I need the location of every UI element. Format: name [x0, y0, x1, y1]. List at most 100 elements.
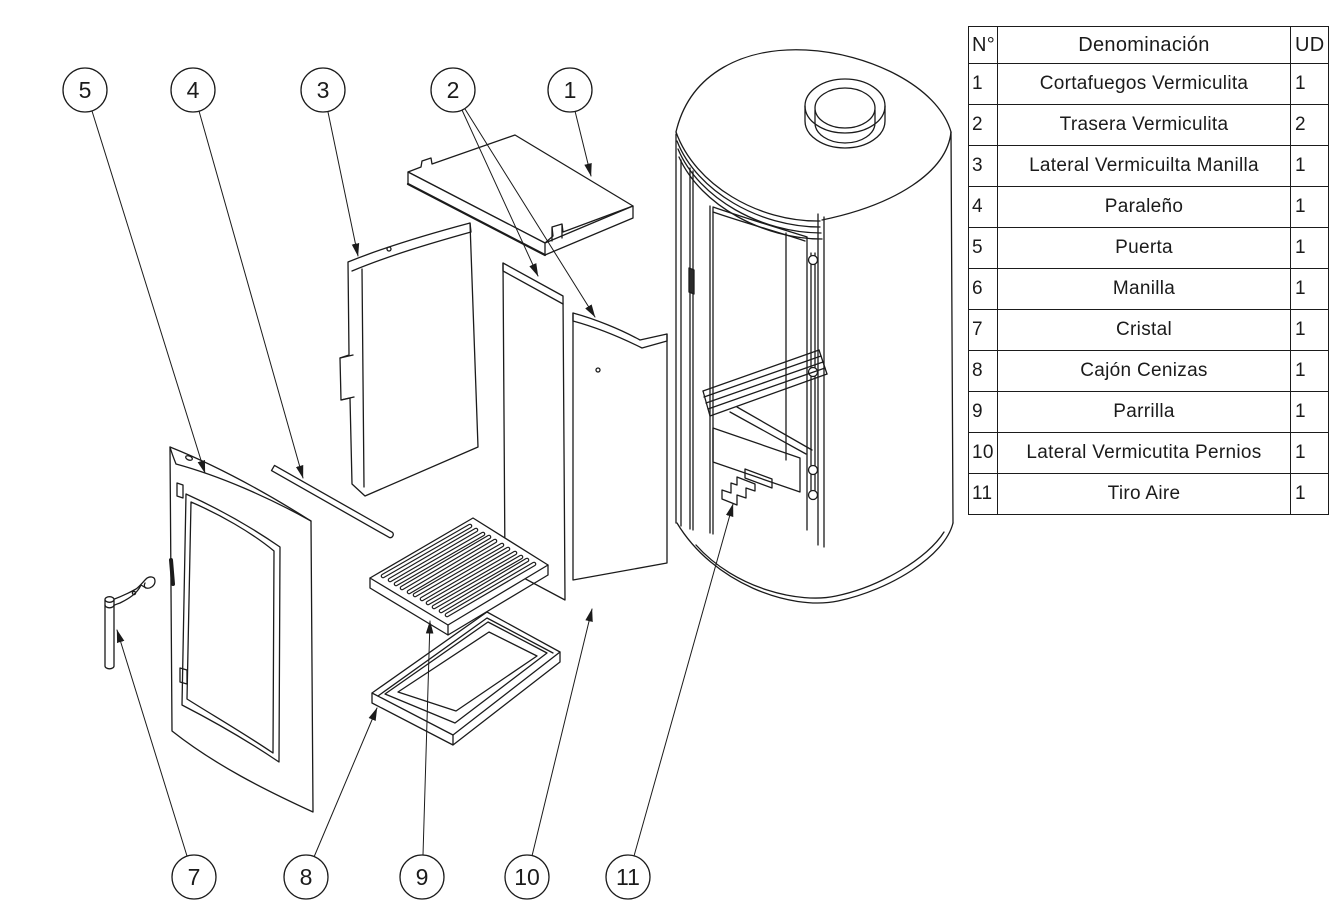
bom-header-name: Denominación: [997, 26, 1291, 64]
balloon-2: 2: [430, 67, 476, 113]
leader-lines: [91, 108, 734, 858]
table-row: 9 Parrilla 1: [968, 391, 1329, 433]
balloon-5: 5: [62, 67, 108, 113]
part-qty: 1: [1290, 473, 1329, 515]
part-name: Cristal: [997, 309, 1291, 351]
leader-1: [574, 110, 592, 177]
part-number: 7: [968, 309, 998, 351]
part-name: Trasera Vermiculita: [997, 104, 1291, 146]
balloon-7-label: 7: [188, 864, 201, 890]
table-row: 4 Paraleño 1: [968, 186, 1329, 228]
tiro-aire-lever: [721, 476, 756, 506]
callout-balloons: 5 4 3 2 1 7 8 9 10 11: [62, 67, 651, 900]
balloon-11: 11: [605, 854, 651, 900]
balloon-3: 3: [300, 67, 346, 113]
balloon-3-label: 3: [317, 77, 330, 103]
table-row: 11 Tiro Aire 1: [968, 473, 1329, 515]
balloon-8-label: 8: [300, 864, 313, 890]
part-number: 4: [968, 186, 998, 228]
leader-5: [91, 110, 206, 474]
part-name: Manilla: [997, 268, 1291, 310]
air-intake-recess: [712, 427, 801, 493]
bom-header-n: N°: [968, 26, 998, 64]
part-name: Lateral Vermicutita Pernios: [997, 432, 1291, 474]
table-row: 5 Puerta 1: [968, 227, 1329, 269]
part-number: 1: [968, 63, 998, 105]
table-row: 7 Cristal 1: [968, 309, 1329, 351]
part-name: Tiro Aire: [997, 473, 1291, 515]
handle-part: [104, 576, 156, 670]
table-row: 10 Lateral Vermicutita Pernios 1: [968, 432, 1329, 474]
part-qty: 1: [1290, 432, 1329, 474]
part-qty: 1: [1290, 391, 1329, 433]
part-number: 2: [968, 104, 998, 146]
part-number: 10: [968, 432, 998, 474]
balloon-7: 7: [171, 854, 217, 900]
leader-3: [327, 111, 360, 257]
part-number: 5: [968, 227, 998, 269]
stove-assembly: [675, 49, 954, 604]
leader-11: [633, 503, 734, 857]
part-qty: 2: [1290, 104, 1329, 146]
table-row: 1 Cortafuegos Vermiculita 1: [968, 63, 1329, 105]
balloon-9: 9: [399, 854, 445, 900]
part-qty: 1: [1290, 186, 1329, 228]
part-qty: 1: [1290, 63, 1329, 105]
part-number: 11: [968, 473, 998, 515]
rear-panel-part: [502, 262, 566, 601]
part-name: Cajón Cenizas: [997, 350, 1291, 392]
leader-9: [422, 620, 434, 856]
leader-10: [531, 608, 593, 857]
balloon-2-label: 2: [447, 77, 460, 103]
leader-4: [198, 110, 304, 479]
table-row: 8 Cajón Cenizas 1: [968, 350, 1329, 392]
table-row: 2 Trasera Vermiculita 2: [968, 104, 1329, 146]
hinge-rod: [807, 252, 819, 501]
balloon-11-label: 11: [616, 864, 640, 890]
firebox-floor-frame: [702, 349, 828, 455]
flue-collar: [804, 78, 886, 149]
part-name: Parrilla: [997, 391, 1291, 433]
part-name: Cortafuegos Vermiculita: [997, 63, 1291, 105]
balloon-8: 8: [283, 854, 329, 900]
part-qty: 1: [1290, 350, 1329, 392]
part-name: Puerta: [997, 227, 1291, 269]
bom-header-qty: UD: [1290, 26, 1329, 64]
part-number: 3: [968, 145, 998, 187]
balloon-9-label: 9: [416, 864, 429, 890]
baffle-plate-part: [406, 134, 634, 257]
side-vent-slot: [688, 267, 695, 295]
table-row: 6 Manilla 1: [968, 268, 1329, 310]
door-hinge-upper: [176, 482, 184, 499]
bom-table: N° Denominación UD 1 Cortafuegos Vermicu…: [968, 26, 1329, 515]
part-number: 6: [968, 268, 998, 310]
balloon-4: 4: [170, 67, 216, 113]
lateral-pernios-panel-part: [572, 312, 668, 581]
ash-pan-part: [371, 611, 561, 746]
part-qty: 1: [1290, 145, 1329, 187]
part-qty: 1: [1290, 268, 1329, 310]
leader-8: [313, 707, 378, 858]
leader-7: [116, 629, 188, 857]
stove-top: [675, 49, 952, 133]
door-glass: [181, 493, 281, 763]
balloon-10: 10: [504, 854, 550, 900]
part-number: 9: [968, 391, 998, 433]
door-hinge-lower: [179, 667, 188, 685]
part-qty: 1: [1290, 227, 1329, 269]
door-part: [169, 446, 314, 813]
bom-header-row: N° Denominación UD: [968, 26, 1329, 64]
door-latch-keeper: [169, 558, 175, 586]
side-panel-manilla-part: [339, 222, 479, 497]
balloon-5-label: 5: [79, 77, 92, 103]
leader-2b: [464, 108, 596, 318]
paraleno-rod-part: [270, 464, 394, 539]
part-qty: 1: [1290, 309, 1329, 351]
balloon-4-label: 4: [187, 77, 200, 103]
balloon-10-label: 10: [514, 864, 540, 890]
air-intake-slot: [744, 468, 773, 489]
part-number: 8: [968, 350, 998, 392]
table-row: 3 Lateral Vermicuilta Manilla 1: [968, 145, 1329, 187]
stove-glass-top-edge: [712, 206, 808, 242]
